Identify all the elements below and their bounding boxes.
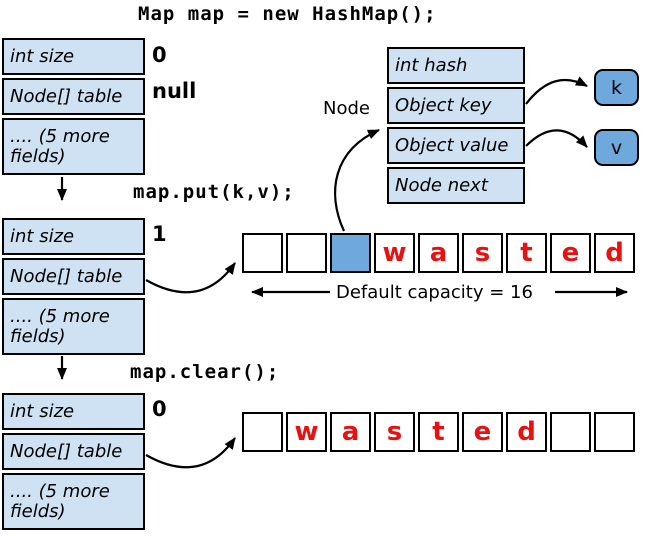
field-int-size: int size (2, 218, 145, 255)
array-cell: d (594, 233, 635, 273)
arrow-node-value-to-v (525, 129, 588, 148)
node-field-value: Object value (387, 127, 525, 164)
arrow-node-key-to-k (525, 76, 588, 105)
array-cell: e (462, 412, 503, 452)
field-int-size: int size (2, 38, 145, 75)
node-field-hash: int hash (387, 47, 525, 84)
array-cell (550, 412, 591, 452)
array-cell: e (550, 233, 591, 273)
field-more-fields: .... (5 more fields) (2, 118, 145, 175)
field-int-size: int size (2, 393, 145, 430)
map-box-initial: int size Node[] table .... (5 more field… (2, 38, 145, 175)
node-field-next: Node next (387, 167, 525, 204)
arrow-table-to-array-after-put (145, 262, 236, 294)
title-code: Map map = new HashMap(); (138, 3, 437, 25)
map-box-after-clear: int size Node[] table .... (5 more field… (2, 393, 145, 530)
clear-call-code: map.clear(); (130, 361, 280, 383)
node-field-key: Object key (387, 87, 525, 124)
size-value-after-put: 1 (152, 222, 167, 246)
array-cell: t (418, 412, 459, 452)
array-cell: d (506, 412, 547, 452)
node-record: int hash Object key Object value Node ne… (387, 47, 525, 204)
put-call-code: map.put(k,v); (133, 181, 295, 203)
array-cell: a (330, 412, 371, 452)
array-cell: s (462, 233, 503, 273)
field-node-table: Node[] table (2, 433, 145, 470)
key-object-box: k (594, 69, 639, 106)
arrow-table-to-array-after-clear (145, 437, 236, 469)
field-more-fields: .... (5 more fields) (2, 298, 145, 355)
size-value-initial: 0 (152, 43, 167, 67)
array-cell: a (418, 233, 459, 273)
array-cell (594, 412, 635, 452)
map-box-after-put: int size Node[] table .... (5 more field… (2, 218, 145, 355)
array-cell: w (286, 412, 327, 452)
value-object-box: v (594, 129, 639, 166)
field-more-fields: .... (5 more fields) (2, 473, 145, 530)
node-label: Node (323, 98, 370, 119)
field-node-table: Node[] table (2, 78, 145, 115)
array-cell: s (374, 412, 415, 452)
arrow-bucket-to-node (333, 128, 380, 232)
field-node-table: Node[] table (2, 258, 145, 295)
array-cell (242, 412, 283, 452)
array-cell: w (374, 233, 415, 273)
capacity-note: Default capacity = 16 (336, 282, 533, 303)
table-value-initial: null (152, 79, 197, 103)
array-cell: t (506, 233, 547, 273)
array-cell (242, 233, 283, 273)
array-cell (330, 233, 371, 273)
size-value-after-clear: 0 (152, 397, 167, 421)
array-cell (286, 233, 327, 273)
